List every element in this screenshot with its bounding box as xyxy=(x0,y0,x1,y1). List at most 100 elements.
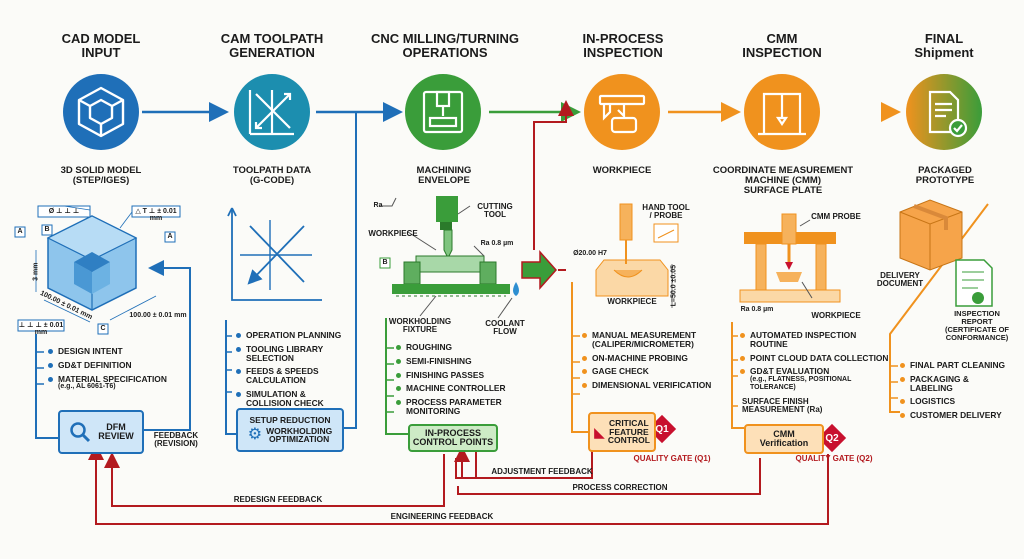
feedback-revision-label: FEEDBACK (REVISION) xyxy=(153,431,199,449)
cnc-operation-list: ROUGHING SEMI-FINISHING FINISHING PASSES… xyxy=(396,343,516,421)
cad-feature-list: DESIGN INTENT GD&T DEFINITION MATERIAL S… xyxy=(48,347,188,396)
gdt-evaluation-note: (e.g., FLATNESS, POSITIONAL TOLERANCE) xyxy=(750,376,852,391)
list-item: MATERIAL SPECIFICATION(e.g., AL 6061-T6) xyxy=(48,373,188,391)
dfm-review-button[interactable]: DFM REVIEW xyxy=(58,410,144,454)
stage-label-cnc: MACHINING ENVELOPE xyxy=(416,165,472,186)
list-item: SIMULATION & COLLISION CHECK xyxy=(236,390,366,408)
list-item: ON-MACHINE PROBING xyxy=(582,353,712,363)
list-item: ROUGHING xyxy=(396,343,516,352)
hand-tool-label: HAND TOOL / PROBE xyxy=(642,203,690,221)
diameter-label: Ø20.00 H7 xyxy=(573,250,607,257)
cmm-step-list: AUTOMATED INSPECTION ROUTINE POINT CLOUD… xyxy=(740,331,890,396)
gear-icon: ⚙ xyxy=(247,426,263,444)
dimension-right: 100.00 ± 0.01 mm xyxy=(129,312,187,319)
gdt-frame-right: △ T ⊥ ± 0.01 mm xyxy=(135,208,177,223)
transfer-arrow xyxy=(521,250,558,290)
quality-gate-q2: QUALITY GATE (Q2) xyxy=(795,454,873,463)
material-spec: MATERIAL SPECIFICATION xyxy=(58,373,167,384)
engineering-feedback-label: ENGINEERING FEEDBACK xyxy=(390,512,494,521)
cnc-datum-b: B xyxy=(382,259,388,266)
cmm-icon xyxy=(758,92,806,136)
fixture-label: WORKHOLDING FIXTURE xyxy=(388,317,452,335)
cnc-ra-value: Ra 0.8 µm xyxy=(480,240,514,247)
cad-drawing xyxy=(14,205,181,335)
material-note: (e.g., AL 6061-T6) xyxy=(58,383,116,391)
workholding-label: WORKHOLDING OPTIMIZATION xyxy=(266,425,333,445)
ra-symbol-label: Ra xyxy=(373,202,383,209)
list-item: GD&T EVALUATION(e.g., FLATNESS, POSITION… xyxy=(740,367,890,391)
stage-title-cmm: CMM INSPECTION xyxy=(742,31,822,60)
cmm-verification-button[interactable]: CMM Verification xyxy=(744,424,824,454)
critical-feature-button[interactable]: ◣ CRITICAL FEATURE CONTROL xyxy=(588,412,656,452)
inproc-check-list: MANUAL MEASUREMENT (CALIPER/MICROMETER) … xyxy=(582,331,712,395)
cam-step-list: OPERATION PLANNING TOOLING LIBRARY SELEC… xyxy=(236,331,366,413)
critical-feature-label: CRITICAL FEATURE CONTROL xyxy=(607,417,650,446)
list-item: GD&T DEFINITION xyxy=(48,360,188,370)
list-item: PACKAGING & LABELING xyxy=(900,374,1010,393)
stage-label-ship: PACKAGED PROTOTYPE xyxy=(915,165,975,186)
stage-title-cam: CAM TOOLPATH GENERATION xyxy=(220,31,324,60)
cutting-tool-label: CUTTING TOOL xyxy=(477,202,513,220)
stage-label-cmm: COORDINATE MEASUREMENT MACHINE (CMM) SUR… xyxy=(712,165,854,196)
cnc-machine-drawing xyxy=(379,196,519,319)
list-item: TOOLING LIBRARY SELECTION xyxy=(236,344,366,363)
list-item: CUSTOMER DELIVERY xyxy=(900,411,1010,420)
gdt-frame-top: Ø ⊥ ⊥ ⊥ xyxy=(48,208,80,215)
gdt-evaluation: GD&T EVALUATION xyxy=(750,366,830,377)
cube-icon xyxy=(77,86,125,138)
list-item: OPERATION PLANNING xyxy=(236,331,366,340)
cnc-workpiece-label: WORKPIECE xyxy=(368,229,418,238)
cmm-workpiece-label: WORKPIECE xyxy=(811,311,861,320)
inproc-drawing xyxy=(595,203,679,308)
cam-toolpath-chart xyxy=(227,207,322,301)
stage-circle-cad xyxy=(63,74,139,150)
stage-circle-ship xyxy=(906,74,982,150)
cmm-drawing xyxy=(739,213,841,303)
setup-reduction-button[interactable]: SETUP REDUCTION ⚙ WORKHOLDING OPTIMIZATI… xyxy=(236,408,344,452)
stage-label-cad: 3D SOLID MODEL (STEP/IGES) xyxy=(60,165,142,186)
caliper-icon xyxy=(598,94,646,134)
adjustment-feedback-label: ADJUSTMENT FEEDBACK xyxy=(491,467,593,476)
quality-gate-q1: QUALITY GATE (Q1) xyxy=(633,454,711,463)
list-item: POINT CLOUD DATA COLLECTION xyxy=(740,353,890,363)
control-points-button[interactable]: IN-PROCESS CONTROL POINTS xyxy=(408,424,498,452)
coolant-label: COOLANT FLOW xyxy=(485,319,525,337)
document-check-icon xyxy=(928,90,968,138)
list-item: SEMI-FINISHING xyxy=(396,356,516,366)
redesign-feedback-label: REDESIGN FEEDBACK xyxy=(233,495,323,504)
list-item: PROCESS PARAMETER MONITORING xyxy=(396,398,516,416)
process-correction-label: PROCESS CORRECTION xyxy=(572,483,668,492)
list-item: DESIGN INTENT xyxy=(48,347,188,356)
stage-title-inproc: IN-PROCESS INSPECTION xyxy=(582,31,664,60)
inspection-report-icon xyxy=(955,259,993,307)
setup-reduction-title: SETUP REDUCTION xyxy=(249,414,331,425)
list-item: AUTOMATED INSPECTION ROUTINE xyxy=(740,331,890,349)
stage-title-ship: FINAL Shipment xyxy=(914,31,974,60)
shipment-step-list: FINAL PART CLEANING PACKAGING & LABELING… xyxy=(900,361,1010,425)
dfm-review-label: DFM REVIEW xyxy=(98,421,134,441)
list-item: FEEDS & SPEEDS CALCULATION xyxy=(236,367,366,385)
magnifier-icon xyxy=(70,422,91,443)
list-item: GAGE CHECK xyxy=(582,367,712,376)
list-item: LOGISTICS xyxy=(900,397,1010,406)
datum-c-label: C xyxy=(100,325,106,332)
list-item: FINISHING PASSES xyxy=(396,370,516,380)
list-item: FINAL PART CLEANING xyxy=(900,361,1010,370)
stage-circle-inproc xyxy=(584,74,660,150)
datum-a-label: A xyxy=(17,228,23,235)
stage-title-cad: CAD MODEL INPUT xyxy=(61,31,141,60)
list-item: MACHINE CONTROLLER xyxy=(396,384,516,393)
delivery-document-label: DELIVERY DOCUMENT xyxy=(876,271,924,289)
datum-b-label: B xyxy=(44,226,50,233)
q1-badge: Q1 xyxy=(655,423,669,435)
list-item: MANUAL MEASUREMENT (CALIPER/MICROMETER) xyxy=(582,331,712,349)
milling-machine-icon xyxy=(422,90,464,134)
stage-label-cam: TOOLPATH DATA (G-CODE) xyxy=(232,165,312,186)
cmm-probe-label: CMM PROBE xyxy=(811,212,861,221)
gauge-icon: ◣ xyxy=(594,423,605,440)
shipping-box-icon xyxy=(899,199,963,271)
inspection-report-label: INSPECTION REPORT (CERTIFICATE OF CONFOR… xyxy=(944,309,1010,342)
stage-title-cnc: CNC MILLING/TURNING OPERATIONS xyxy=(370,31,520,60)
